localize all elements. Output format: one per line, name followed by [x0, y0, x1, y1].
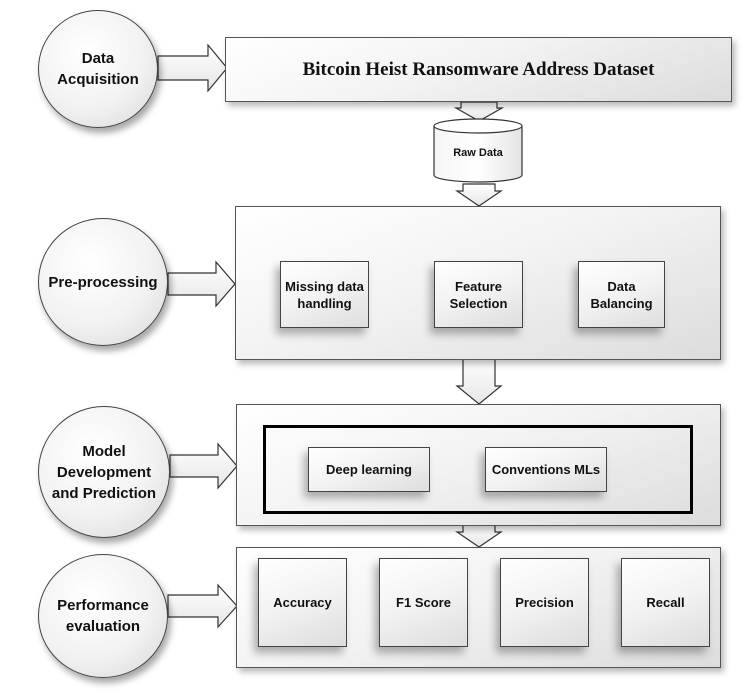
preprocessing-step-feature-selection: Feature Selection [434, 261, 523, 328]
stage-pre-processing: Pre-processing [38, 218, 168, 346]
arrow-preprocessing-to-panel [167, 260, 236, 308]
raw-data-cylinder [433, 118, 523, 183]
stage-data-acquisition-label: Data Acquisition [57, 50, 139, 88]
metric-label: Precision [515, 595, 574, 610]
preprocessing-step-missing-data: Missing data handling [280, 261, 369, 328]
arrow-acquisition-to-dataset [157, 43, 228, 93]
arrow-model-to-performance [455, 524, 503, 548]
arrow-rawdata-to-preprocessing [455, 183, 503, 207]
stage-performance-evaluation-label: Performance evaluation [57, 597, 149, 635]
preprocessing-step-label: Feature Selection [449, 278, 508, 311]
model-type-label: Deep learning [326, 462, 412, 477]
arrow-dataset-to-rawdata [453, 101, 505, 122]
arrow-model-to-panel [169, 442, 238, 490]
metric-f1-score: F1 Score [379, 558, 468, 647]
metric-label: F1 Score [396, 595, 451, 610]
arrow-performance-to-panel [167, 583, 238, 629]
stage-data-acquisition: Data Acquisition [38, 10, 158, 128]
model-type-label: Conventions MLs [491, 462, 601, 477]
metric-precision: Precision [500, 558, 589, 647]
arrow-preprocessing-to-model [455, 358, 503, 405]
metric-accuracy: Accuracy [258, 558, 347, 647]
dataset-title: Bitcoin Heist Ransomware Address Dataset [302, 58, 655, 80]
metric-label: Recall [646, 595, 685, 610]
stage-model-development-label: Model Development and Prediction [51, 442, 157, 502]
dataset-title-panel: Bitcoin Heist Ransomware Address Dataset [225, 37, 732, 102]
preprocessing-step-label: Missing data handling [285, 278, 364, 311]
metric-label: Accuracy [273, 595, 332, 610]
raw-data-label: Raw Data [453, 147, 503, 159]
model-deep-learning: Deep learning [308, 447, 430, 492]
stage-performance-evaluation: Performance evaluation [38, 554, 168, 678]
stage-pre-processing-label: Pre-processing [48, 273, 158, 291]
preprocessing-step-data-balancing: Data Balancing [578, 261, 665, 328]
model-inner-frame [263, 425, 693, 514]
stage-model-development: Model Development and Prediction [38, 406, 170, 538]
metric-recall: Recall [621, 558, 710, 647]
model-conventional-ml: Conventions MLs [485, 447, 607, 492]
preprocessing-step-label: Data Balancing [590, 278, 653, 311]
